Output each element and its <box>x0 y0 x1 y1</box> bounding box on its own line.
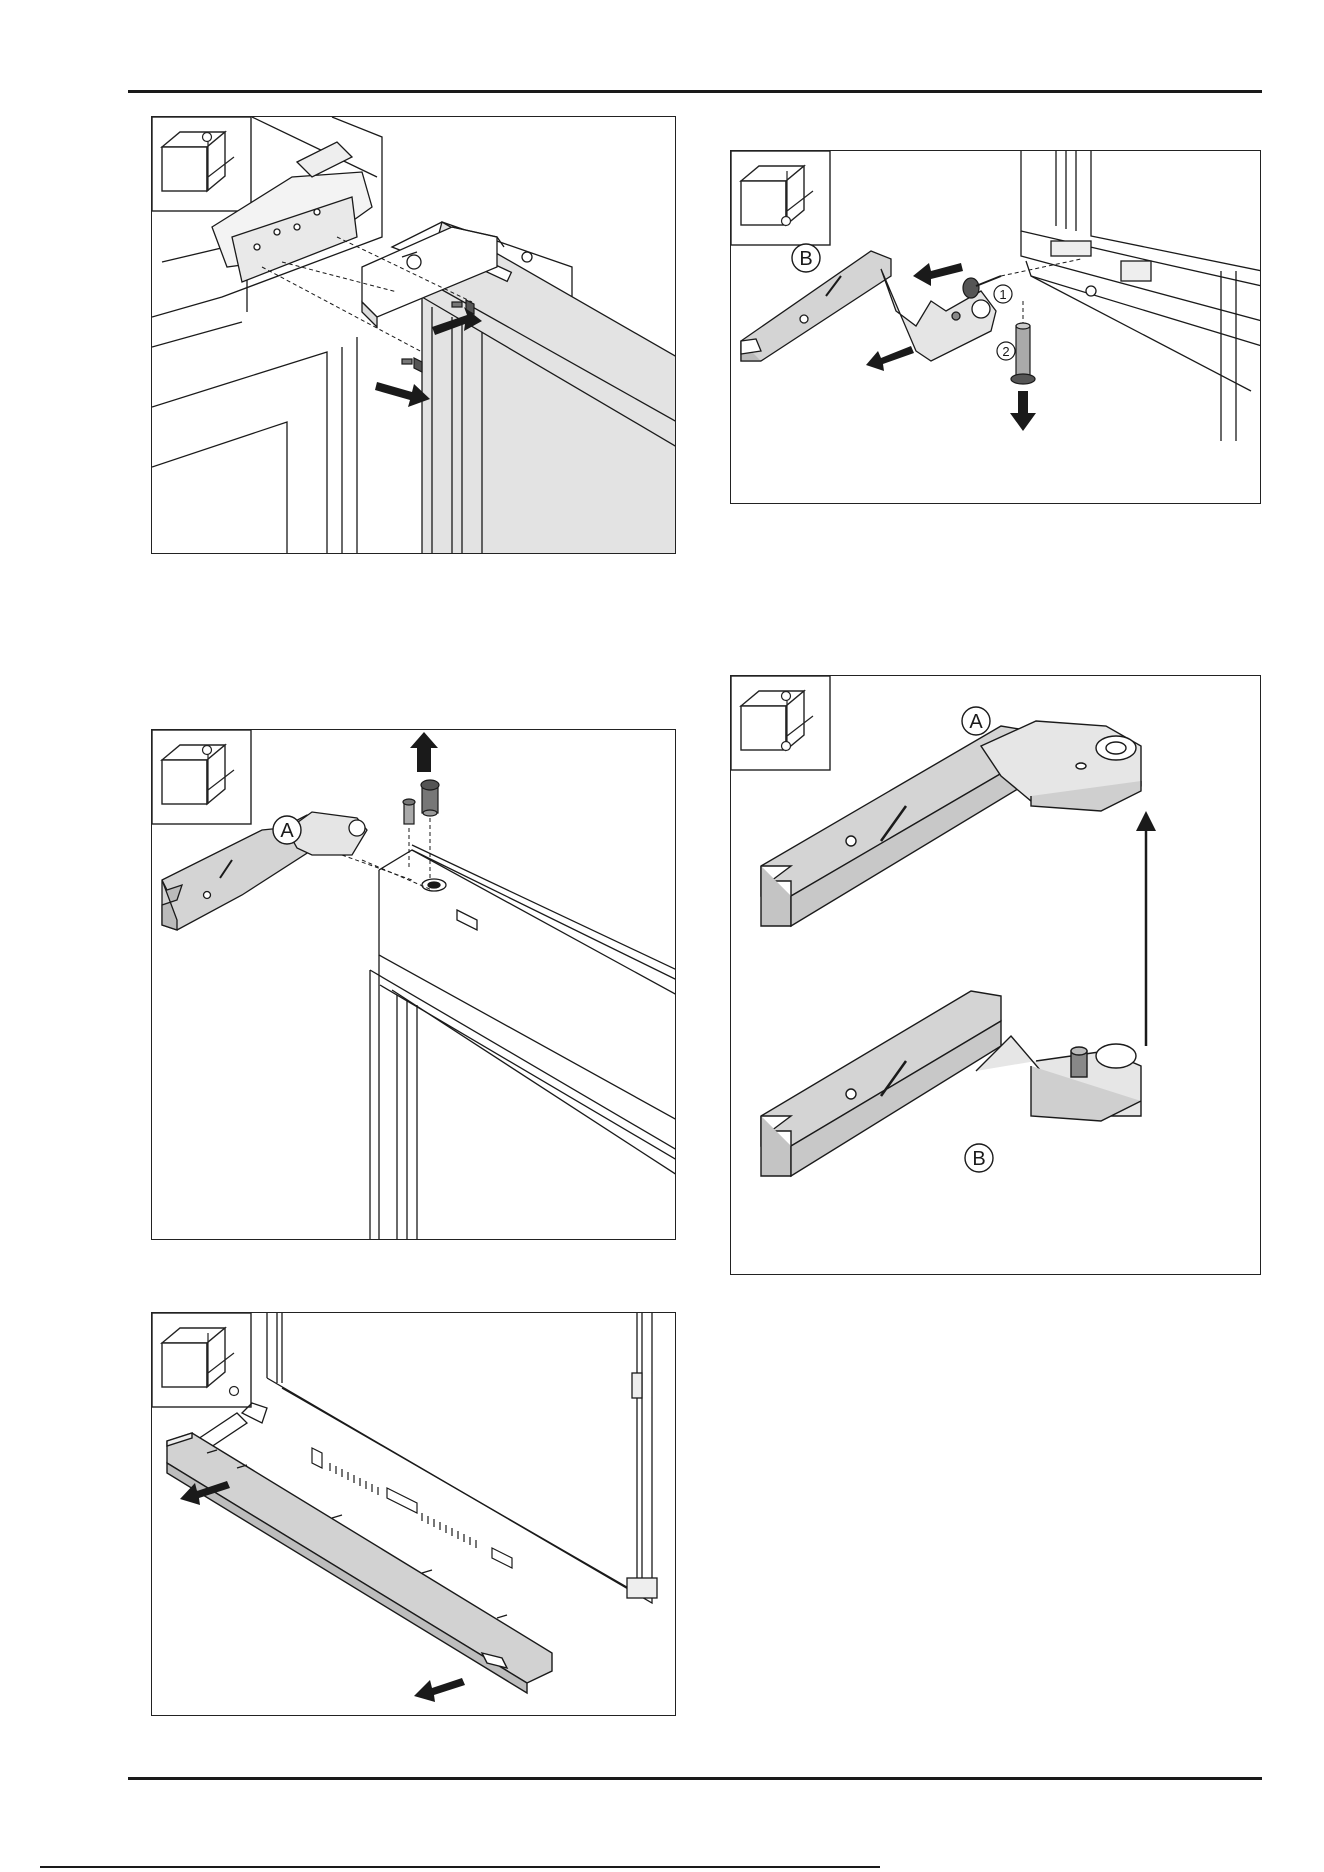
location-marker-icon <box>230 1387 239 1396</box>
figure-lower-hinge-removal: B 1 2 <box>730 150 1261 504</box>
callout-b: B <box>792 244 820 272</box>
cabinet-frame <box>1021 151 1261 441</box>
transfer-arrow-icon <box>1136 811 1156 1046</box>
location-marker-icon <box>203 133 212 142</box>
callout-1: 1 <box>994 285 1012 303</box>
footer-stub-line <box>40 1866 880 1868</box>
header-rule <box>128 90 1262 93</box>
svg-text:B: B <box>799 248 812 270</box>
svg-text:1: 1 <box>999 287 1006 302</box>
svg-text:A: A <box>969 711 983 733</box>
door-top <box>370 845 676 1240</box>
figure-hinge-a-removal: A <box>151 729 676 1240</box>
location-inset <box>731 151 830 245</box>
location-marker-icon <box>782 692 791 701</box>
location-inset <box>152 117 251 211</box>
location-inset <box>731 676 830 770</box>
location-inset <box>152 1313 251 1407</box>
hinge-b <box>761 991 1141 1176</box>
figure-ventilation-grille-removal <box>151 1312 676 1716</box>
svg-text:2: 2 <box>1002 344 1009 359</box>
callout-2: 2 <box>997 342 1015 360</box>
door-frame <box>192 1313 657 1603</box>
footer-rule <box>128 1777 1262 1780</box>
lift-arrow-icon <box>410 732 438 772</box>
callout-a: A <box>273 816 301 844</box>
ventilation-grille <box>167 1433 552 1693</box>
callout-b: B <box>965 1144 993 1172</box>
location-marker-icon <box>782 742 791 751</box>
svg-text:A: A <box>280 820 294 842</box>
figure-upper-hinge-removal <box>151 116 676 554</box>
callout-a: A <box>962 707 990 735</box>
figure-hinge-swap: A B <box>730 675 1261 1275</box>
location-marker-icon <box>782 217 791 226</box>
screw-icon <box>403 780 439 824</box>
location-inset <box>152 730 251 824</box>
hinge-a <box>162 812 367 930</box>
location-marker-icon <box>203 746 212 755</box>
svg-text:B: B <box>972 1148 985 1170</box>
